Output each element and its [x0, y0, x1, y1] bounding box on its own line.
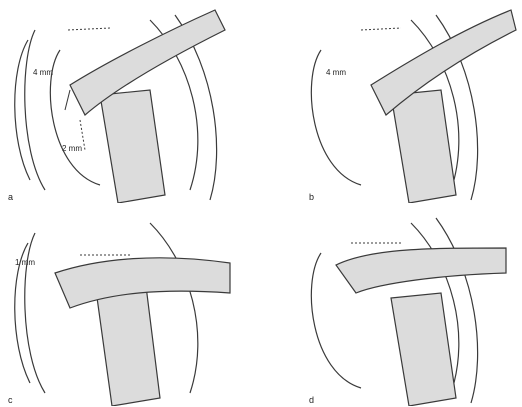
measure-1mm-label: 1 mm	[15, 258, 35, 267]
panel-b-label: b	[309, 192, 314, 202]
panel-c-drawing	[0, 203, 261, 406]
panel-b: 4 mm b	[261, 0, 522, 203]
panel-a: 4 mm 2 mm a	[0, 0, 261, 203]
panel-b-drawing	[261, 0, 522, 203]
panel-d-label: d	[309, 395, 314, 405]
measure-4mm-label: 4 mm	[326, 68, 346, 77]
panel-d-drawing	[261, 203, 522, 406]
panel-a-label: a	[8, 192, 13, 202]
measure-2mm-label: 2 mm	[62, 144, 82, 153]
panel-c-label: c	[8, 395, 13, 405]
panel-c: 1 mm c	[0, 203, 261, 406]
panel-d: d	[261, 203, 522, 406]
measure-4mm-label: 4 mm	[33, 68, 53, 77]
panel-a-drawing	[0, 0, 261, 203]
